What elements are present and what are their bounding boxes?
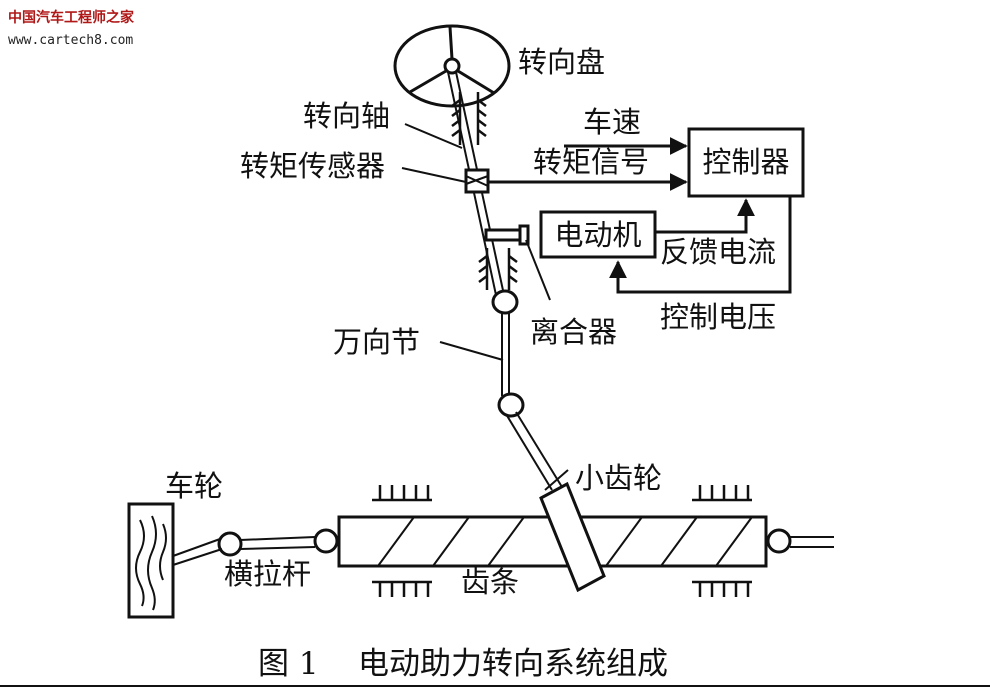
rack-ball-joint-left [313, 528, 339, 554]
rack-ball-joint-right [766, 528, 792, 554]
control-voltage-label: 控制电压 [660, 300, 776, 334]
universal-joint-label: 万向节 [333, 325, 420, 359]
motor-box [539, 210, 657, 259]
clutch-disc [484, 228, 524, 242]
torque-sensor [464, 168, 490, 194]
intermediate-shaft [501, 313, 510, 396]
control-voltage-line [609, 196, 792, 294]
clutch-label: 离合器 [530, 315, 617, 349]
watermark-url: www.cartech8.com [8, 33, 133, 48]
pinion-shaft [505, 411, 563, 491]
steering-shaft-label: 转向轴 [303, 99, 390, 133]
tie-rod-label: 横拉杆 [224, 557, 311, 591]
feedback-current-label: 反馈电流 [660, 235, 776, 269]
torque-sensor-label: 转矩传感器 [240, 149, 385, 183]
torque-sensor-leader [401, 167, 467, 183]
steering-arm [172, 538, 223, 566]
rack-mount-top-right [692, 485, 752, 502]
rack-mount-top-left [372, 485, 432, 502]
vehicle-speed-label: 车速 [583, 105, 641, 139]
feedback-current-line [655, 198, 755, 234]
motor-label: 电动机 [554, 218, 641, 252]
rack-mount-bottom-left [372, 580, 432, 597]
controller-box [687, 127, 805, 198]
pinion-label: 小齿轮 [575, 461, 662, 495]
rack-label: 齿条 [461, 565, 519, 599]
tie-rod-left [239, 536, 316, 550]
clutch-plate [518, 224, 530, 246]
wheel [127, 502, 175, 619]
steering-shaft-leader [404, 123, 463, 149]
wheel-label: 车轮 [165, 469, 223, 503]
tie-rod-right [790, 536, 834, 548]
universal-joint-lower [497, 392, 525, 418]
tie-rod-ball-joint [217, 531, 243, 557]
figure-title: 电动助力转向系统组成 [358, 646, 668, 682]
universal-joint-upper [491, 289, 519, 315]
watermark-brand: 中国汽车工程师之家 [8, 9, 135, 26]
rack-mount-bottom-right [692, 580, 752, 597]
universal-joint-leader [439, 341, 504, 361]
figure-number: 图 1 [258, 646, 319, 682]
pinion-leader [544, 469, 569, 491]
pinion [539, 481, 606, 593]
torque-signal-label: 转矩信号 [533, 145, 649, 179]
clutch-leader [525, 239, 551, 301]
controller-label: 控制器 [702, 145, 789, 179]
steering-wheel-label: 转向盘 [518, 45, 605, 79]
